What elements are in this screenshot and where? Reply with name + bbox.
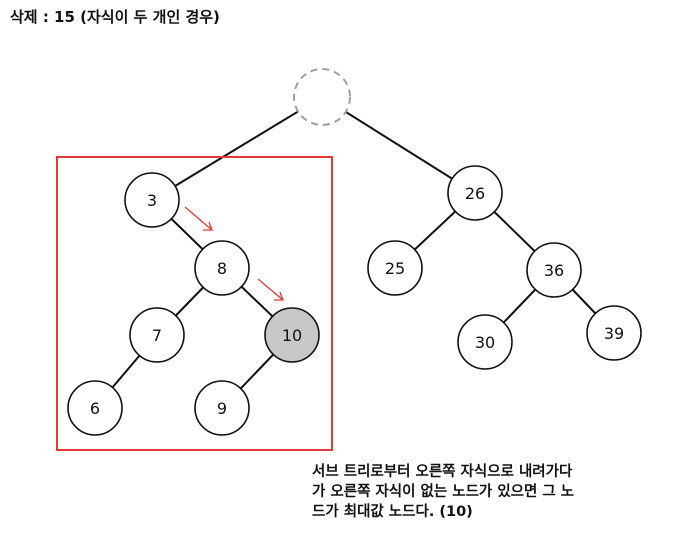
tree-node-8: 8	[194, 240, 250, 296]
node-circle	[447, 165, 503, 221]
node-label: 26	[465, 184, 485, 203]
node-label: 3	[147, 191, 157, 210]
left-subtree-highlight-box	[56, 156, 333, 451]
search-path-arrows	[184, 206, 284, 301]
node-circle	[526, 242, 582, 298]
node-circle	[124, 172, 180, 228]
note-line: 가 오른쪽 자식이 없는 노드가 있으면 그 노	[312, 484, 575, 500]
node-label: 39	[604, 324, 624, 343]
explanation-note: 서브 트리로부터 오른쪽 자식으로 내려가다 가 오른쪽 자식이 없는 노드가 …	[312, 462, 692, 522]
node-circle	[194, 380, 250, 436]
node-circle	[194, 240, 250, 296]
node-circle	[67, 380, 123, 436]
tree-edge	[151, 96, 323, 201]
tree-node-25: 25	[367, 240, 423, 296]
tree-node-39: 39	[586, 305, 642, 361]
tree-node-36: 36	[526, 242, 582, 298]
tree-node-6: 6	[67, 380, 123, 436]
tree-node-30: 30	[457, 314, 513, 370]
node-label: 9	[217, 399, 227, 418]
page-title: 삭제 : 15 (자식이 두 개인 경우)	[10, 8, 220, 26]
node-label: 30	[475, 333, 495, 352]
node-circle	[457, 314, 513, 370]
arrow-3-to-8-head	[203, 221, 213, 231]
arrow-8-to-10-head	[274, 291, 284, 301]
node-circle	[586, 305, 642, 361]
node-label: 36	[544, 261, 564, 280]
node-label: 7	[152, 326, 162, 345]
tree-nodes: 3 8 7 10 6 9 26 25 36 30 39	[67, 68, 642, 436]
tree-node-3: 3	[124, 172, 180, 228]
node-circle	[264, 307, 320, 363]
arrow-8-to-10	[257, 278, 284, 301]
node-circle	[129, 307, 185, 363]
note-line: 드가 최대값 노드다. (10)	[312, 504, 473, 520]
tree-edge	[321, 96, 476, 194]
node-label: 10	[282, 326, 302, 345]
node-circle	[367, 240, 423, 296]
tree-node-10: 10	[264, 307, 320, 363]
node-label: 8	[217, 259, 227, 278]
tree-node-26: 26	[447, 165, 503, 221]
note-line: 서브 트리로부터 오른쪽 자식으로 내려가다	[312, 464, 573, 480]
node-label: 6	[90, 399, 100, 418]
tree-node-9: 9	[194, 380, 250, 436]
node-label: 25	[385, 259, 405, 278]
deleted-root-node	[293, 68, 351, 126]
tree-node-7: 7	[129, 307, 185, 363]
arrow-3-to-8	[184, 206, 213, 231]
